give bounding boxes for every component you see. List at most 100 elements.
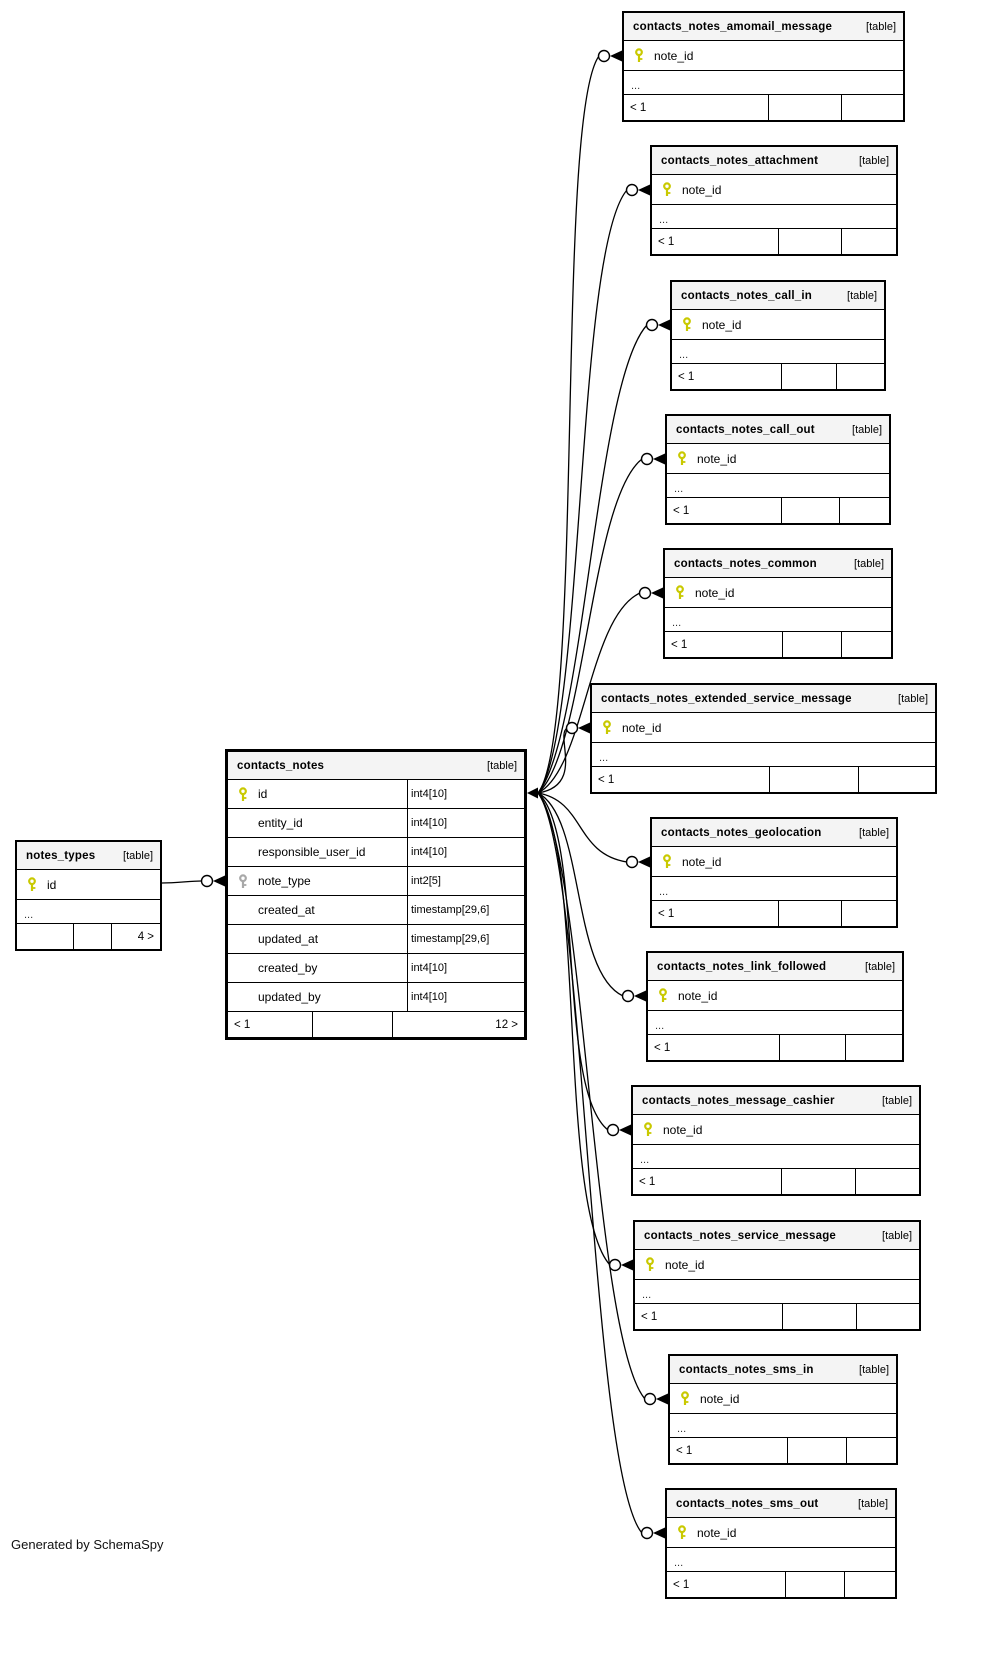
table-child-5[interactable]: contacts_notes_extended_service_message [… — [590, 683, 937, 794]
table-notes_types[interactable]: notes_types[table]id...4 > — [15, 840, 162, 951]
column-name: responsible_user_id — [258, 845, 366, 859]
table-tag: [table] — [882, 1094, 912, 1107]
primary-key-icon — [228, 786, 258, 802]
table-child-2[interactable]: contacts_notes_call_in [table] note_id... <… — [670, 280, 886, 391]
ellipsis-text: ... — [677, 1423, 687, 1435]
column-row: note_id — [652, 847, 896, 877]
column-row: note_id — [624, 41, 903, 71]
table-footer: < 1 — [635, 1304, 919, 1329]
column-name: note_type — [258, 874, 311, 888]
fk-arrowhead — [653, 1527, 665, 1539]
column-type: int4[10] — [407, 983, 524, 1011]
out-degree-text: 12 > — [495, 1018, 518, 1031]
footer-out-degree — [842, 229, 896, 254]
primary-key-icon — [672, 317, 702, 332]
table-tag: [table] — [123, 849, 153, 862]
ellipsis-text: ... — [642, 1289, 652, 1301]
table-header: contacts_notes_geolocation [table] — [652, 819, 896, 847]
table-header: contacts_notes_sms_out [table] — [667, 1490, 895, 1518]
table-tag: [table] — [847, 289, 877, 302]
table-name[interactable]: contacts_notes_message_cashier — [642, 1094, 835, 1107]
footer-spacer-cell — [786, 1572, 845, 1597]
table-name[interactable]: contacts_notes_geolocation — [661, 826, 822, 839]
column-row: note_id — [672, 310, 884, 340]
column-name: created_at — [258, 903, 315, 917]
primary-key-icon — [667, 1525, 697, 1540]
table-child-6[interactable]: contacts_notes_geolocation [table] note_id… — [650, 817, 898, 928]
schemaspy-credit: Generated by SchemaSpy — [11, 1537, 164, 1552]
footer-out-degree — [845, 1572, 895, 1597]
footer-spacer-cell — [313, 1012, 393, 1037]
table-child-0[interactable]: contacts_notes_amomail_message[table]not… — [622, 11, 905, 122]
column-name: note_id — [654, 48, 694, 63]
fk-arrowhead — [610, 50, 622, 62]
footer-spacer-cell — [74, 924, 112, 949]
column-name: note_id — [678, 988, 718, 1003]
in-degree-text: < 1 — [598, 773, 615, 786]
table-name[interactable]: contacts_notes_link_followed — [657, 960, 827, 973]
table-name[interactable]: contacts_notes_call_out — [676, 423, 815, 436]
table-child-7[interactable]: contacts_notes_link_followed[table]note_… — [646, 951, 904, 1062]
table-name[interactable]: notes_types — [26, 849, 96, 862]
in-degree-text: < 1 — [639, 1175, 656, 1188]
table-name[interactable]: contacts_notes_attachment — [661, 154, 819, 167]
table-footer: < 1 — [672, 364, 884, 389]
footer-in-degree: < 1 — [670, 1438, 788, 1463]
table-child-1[interactable]: contacts_notes_attachment[table]note_id.… — [650, 145, 898, 256]
table-name[interactable]: contacts_notes_sms_in — [679, 1363, 814, 1376]
table-name[interactable]: contacts_notes_common — [674, 557, 817, 570]
ellipsis-text: ... — [599, 752, 609, 764]
primary-key-icon — [592, 720, 622, 735]
footer-spacer-cell — [779, 229, 842, 254]
ellipsis-text: ... — [672, 617, 682, 629]
ellipsis-text: ... — [679, 349, 689, 361]
in-degree-text: < 1 — [673, 504, 690, 517]
table-child-11[interactable]: contacts_notes_sms_out[table]note_id...<… — [665, 1488, 897, 1599]
zero-cardinality-circle — [621, 989, 635, 1003]
table-tag: [table] — [858, 1497, 888, 1510]
footer-out-degree — [842, 95, 903, 120]
table-name[interactable]: contacts_notes_call_in — [681, 289, 812, 302]
column-row: id — [17, 870, 160, 900]
fk-arrowhead — [656, 1393, 668, 1405]
table-tag: [table] — [854, 557, 884, 570]
primary-key-icon — [665, 585, 695, 600]
column-type: int4[10] — [407, 954, 524, 982]
fk-arrowhead — [651, 587, 663, 599]
table-child-9[interactable]: contacts_notes_service_message[table]not… — [633, 1220, 921, 1331]
footer-spacer-cell — [783, 1304, 857, 1329]
table-tag: [table] — [898, 692, 928, 705]
table-name[interactable]: contacts_notes_amomail_message — [633, 20, 833, 33]
primary-key-icon — [648, 988, 678, 1003]
hidden-columns-ellipsis: ... — [652, 877, 896, 901]
table-header: contacts_notes_amomail_message[table] — [624, 13, 903, 41]
table-name[interactable]: contacts_notes_service_message — [644, 1229, 837, 1242]
footer-in-degree: < 1 — [592, 767, 770, 792]
column-name: note_id — [695, 585, 735, 600]
zero-cardinality-circle — [638, 586, 652, 600]
fk-arrowhead — [658, 319, 670, 331]
table-child-10[interactable]: contacts_notes_sms_in[table]note_id...< … — [668, 1354, 898, 1465]
fk-arrowhead — [638, 856, 650, 868]
fk-arrowhead — [213, 875, 225, 887]
footer-spacer-cell — [782, 498, 840, 523]
table-name[interactable]: contacts_notes — [237, 759, 325, 772]
table-tag: [table] — [859, 826, 889, 839]
table-footer: < 1 — [667, 498, 889, 523]
table-child-8[interactable]: contacts_notes_message_cashier[table]not… — [631, 1085, 921, 1196]
footer-in-degree: < 1 — [667, 1572, 786, 1597]
table-child-4[interactable]: contacts_notes_common[table]note_id...< … — [663, 548, 893, 659]
table-name[interactable]: contacts_notes_sms_out — [676, 1497, 819, 1510]
in-degree-text: < 1 — [658, 907, 675, 920]
footer-in-degree: < 1 — [633, 1169, 782, 1194]
column-type: int4[10] — [407, 809, 524, 837]
table-child-3[interactable]: contacts_notes_call_out[table]note_id...… — [665, 414, 891, 525]
table-header: contacts_notes_common [table] — [665, 550, 891, 578]
table-name[interactable]: contacts_notes_extended_service_message — [601, 692, 852, 705]
zero-cardinality-circle — [643, 1392, 657, 1406]
